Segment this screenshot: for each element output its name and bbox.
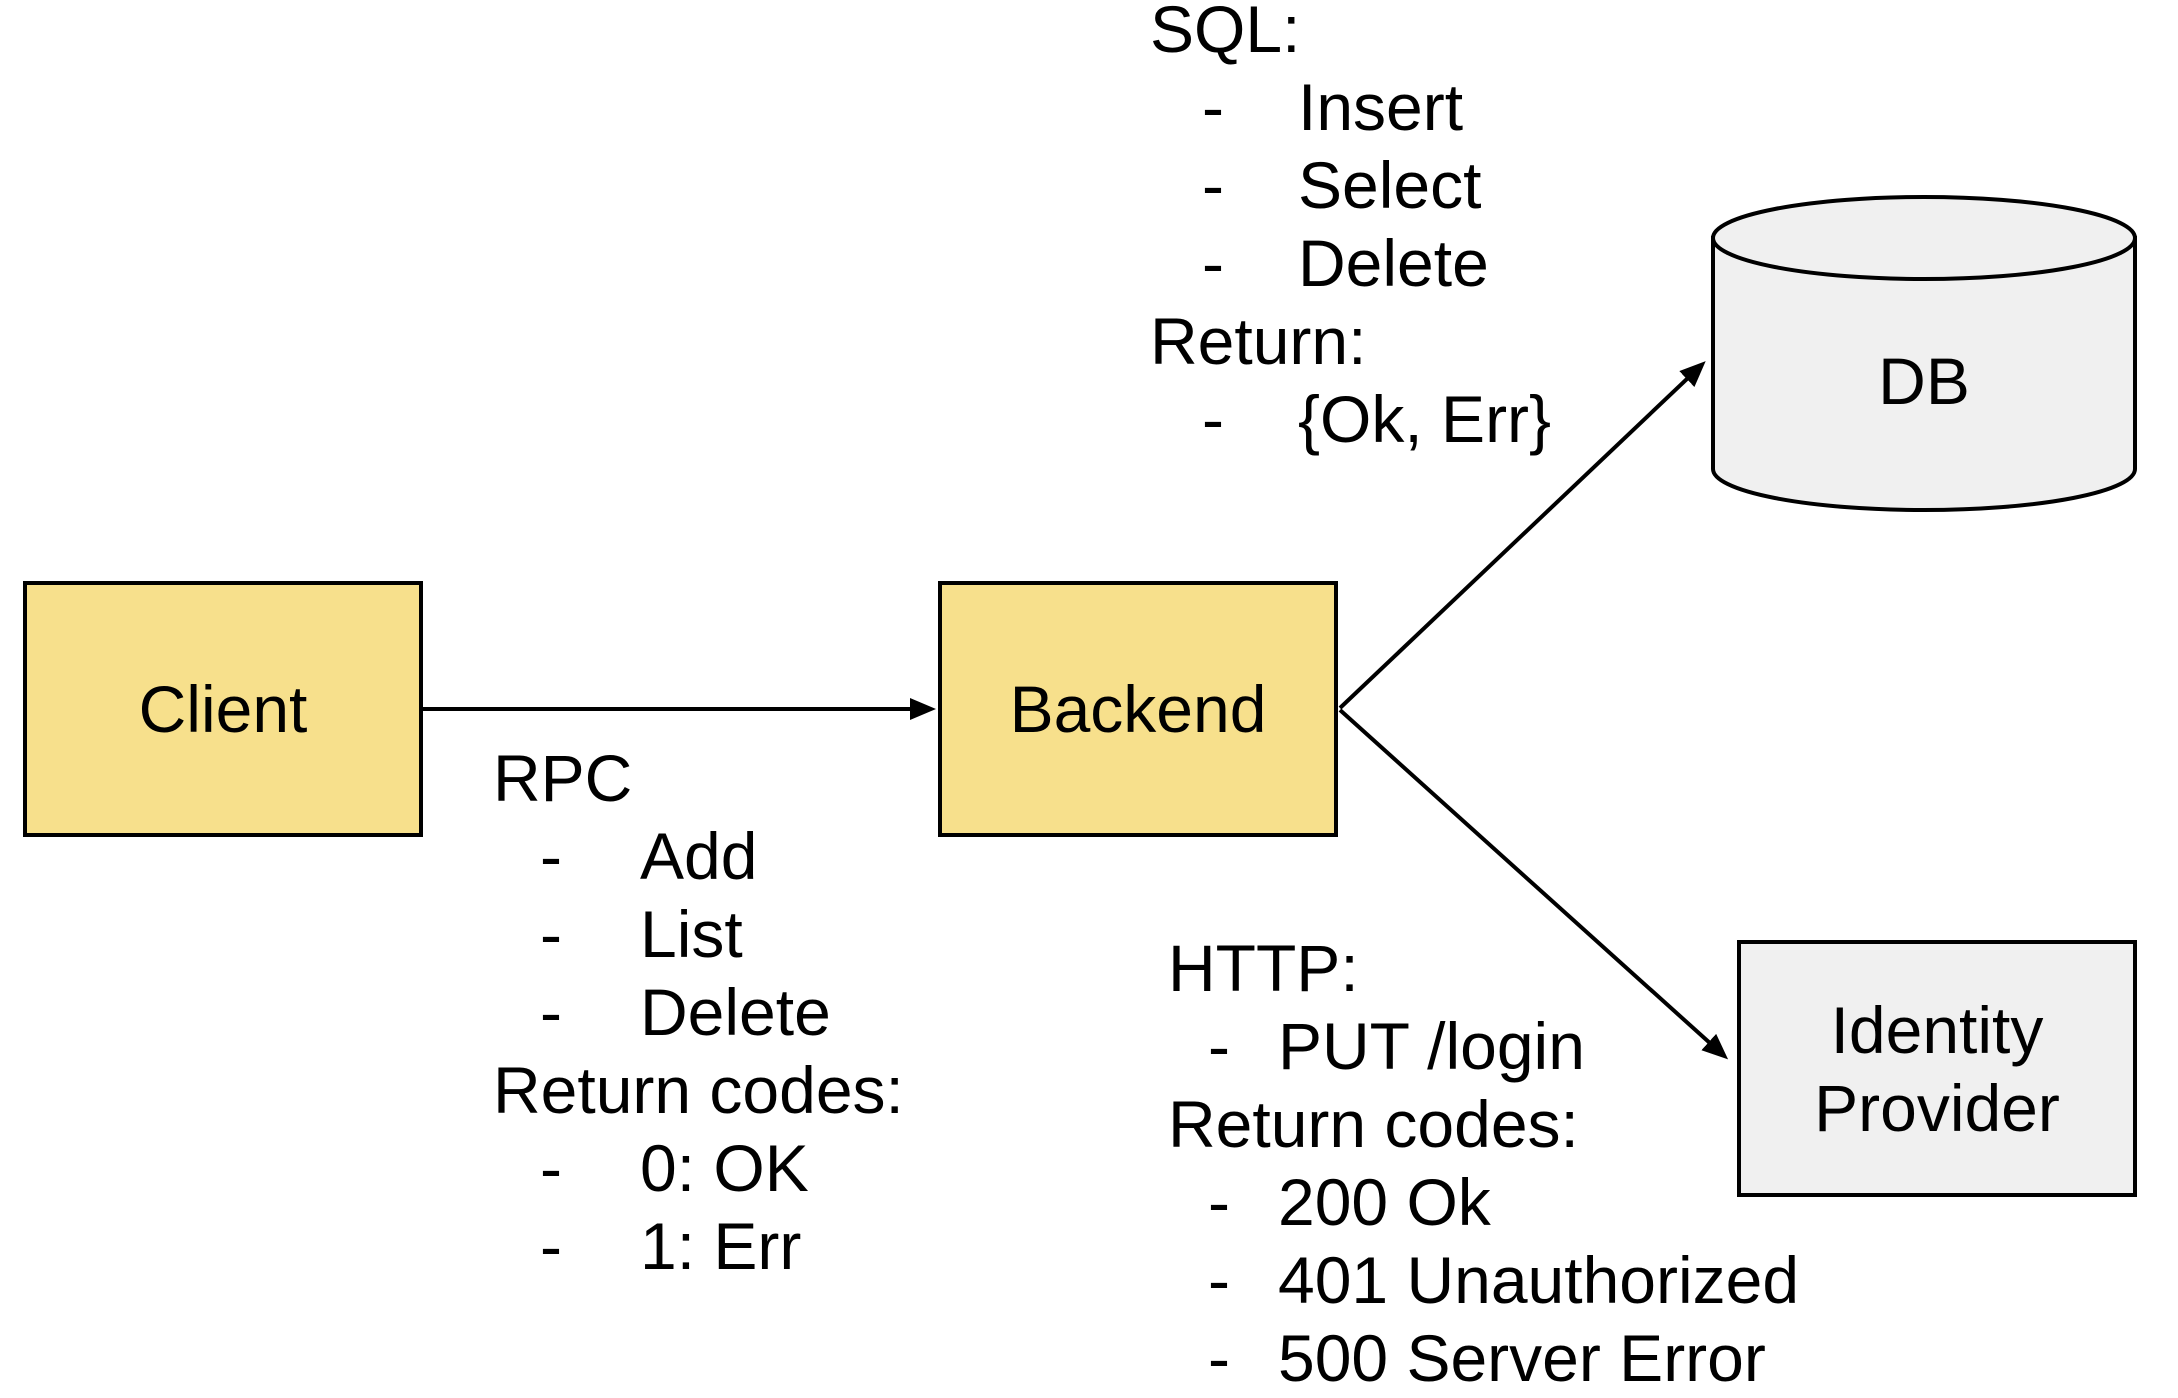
bullet-dash: - [540, 1131, 562, 1205]
annotation-line: - Delete [493, 973, 904, 1051]
annotation-line: - 0: OK [493, 1129, 904, 1207]
annotation-line: - 500 Server Error [1168, 1319, 1766, 1397]
identity-provider-node: Identity Provider [1737, 940, 2137, 1197]
annotation-line: - 401 Unauthorized [1168, 1241, 1799, 1319]
bullet-text: 200 Ok [1278, 1165, 1491, 1239]
annotation-line: - {Ok, Err} [1150, 380, 1551, 458]
db-node: DB [1711, 195, 2137, 512]
bullet-text: 0: OK [640, 1131, 809, 1205]
annotation-line: RPC [493, 741, 633, 815]
bullet-text: 1: Err [640, 1209, 802, 1283]
bullet-text: PUT /login [1278, 1009, 1585, 1083]
bullet-dash: - [540, 897, 562, 971]
annotation-line: Return codes: [493, 1053, 904, 1127]
bullet-dash: - [1202, 148, 1224, 222]
rpc-annotation: RPC - Add - List - Delete Return codes: … [493, 739, 904, 1285]
bullet-dash: - [1202, 226, 1224, 300]
annotation-line: HTTP: [1168, 931, 1359, 1005]
annotation-line: SQL: [1150, 0, 1301, 66]
sql-annotation: SQL: - Insert - Select - Delete Return: … [1150, 0, 1551, 458]
annotation-line: - PUT /login [1168, 1007, 1585, 1085]
backend-node-label: Backend [1009, 672, 1267, 746]
bullet-text: 500 Server Error [1278, 1321, 1766, 1395]
bullet-dash: - [1208, 1243, 1230, 1317]
bullet-dash: - [1208, 1009, 1230, 1083]
annotation-line: - Delete [1150, 224, 1489, 302]
annotation-line: - Add [493, 817, 904, 895]
bullet-dash: - [1208, 1321, 1230, 1395]
bullet-dash: - [1202, 382, 1224, 456]
bullet-text: 401 Unauthorized [1278, 1243, 1800, 1317]
bullet-dash: - [1202, 70, 1224, 144]
bullet-dash: - [540, 1209, 562, 1283]
client-node-label: Client [138, 672, 308, 746]
db-cylinder-shape [1711, 195, 2137, 512]
bullet-dash: - [540, 975, 562, 1049]
bullet-text: Add [640, 819, 758, 893]
bullet-text: Select [1298, 148, 1482, 222]
bullet-text: Delete [1298, 226, 1489, 300]
annotation-line: - Select [1150, 146, 1481, 224]
annotation-line: - Insert [1150, 68, 1463, 146]
annotation-line: - 1: Err [493, 1207, 904, 1285]
client-node: Client [23, 581, 423, 837]
annotation-line: Return codes: [1168, 1087, 1579, 1161]
annotation-line: Return: [1150, 304, 1367, 378]
bullet-dash: - [540, 819, 562, 893]
http-annotation: HTTP: - PUT /login Return codes: - 200 O… [1168, 929, 1799, 1397]
bullet-dash: - [1208, 1165, 1230, 1239]
bullet-text: List [640, 897, 743, 971]
annotation-line: - List [493, 895, 904, 973]
bullet-text: {Ok, Err} [1298, 382, 1552, 456]
bullet-text: Delete [640, 975, 831, 1049]
db-node-label: DB [1878, 344, 1970, 418]
bullet-text: Insert [1298, 70, 1464, 144]
backend-node: Backend [938, 581, 1338, 837]
annotation-line: - 200 Ok [1168, 1163, 1579, 1241]
identity-provider-node-label: Identity Provider [1814, 992, 2060, 1145]
